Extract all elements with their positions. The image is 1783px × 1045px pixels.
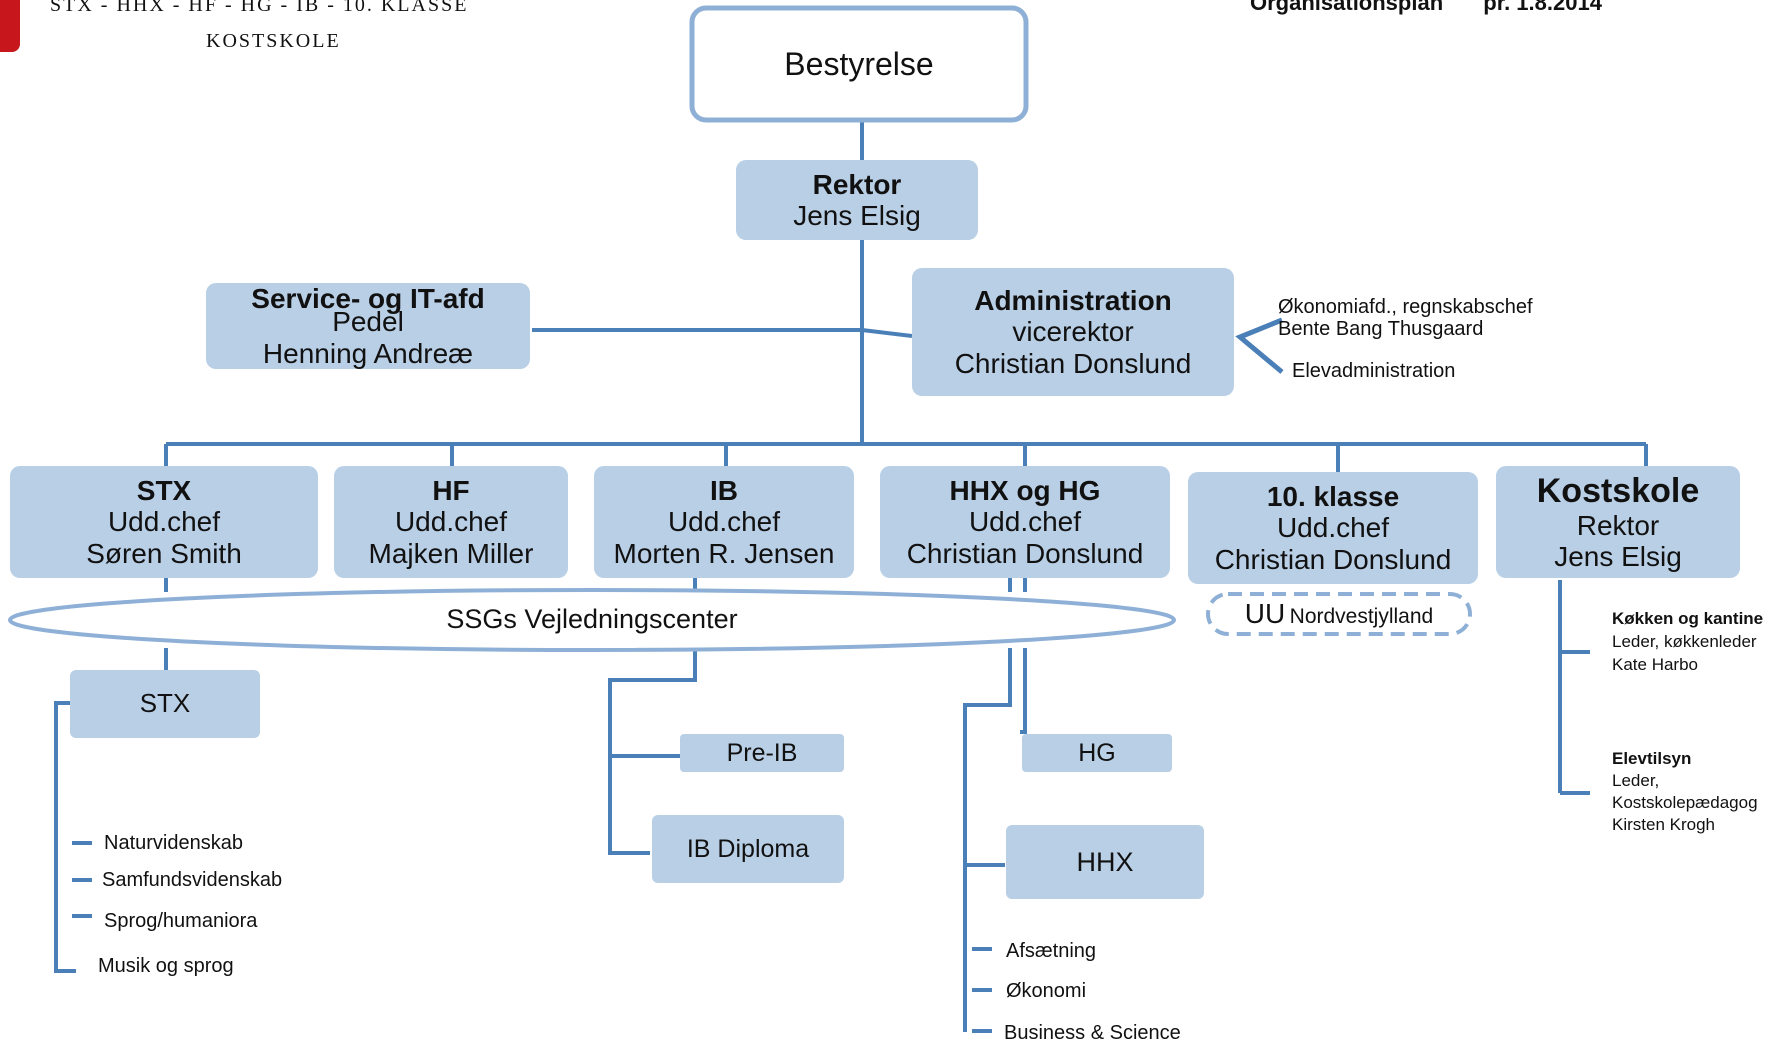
kitchen-block: Køkken og kantine Leder, køkkenleder Kat… xyxy=(1612,608,1763,677)
ib-diploma-label: IB Diploma xyxy=(686,835,810,863)
division-tenth-title: 10. klasse xyxy=(1266,480,1400,512)
hg-label: HG xyxy=(1078,739,1116,767)
uu-text: Nordvestjylland xyxy=(1289,605,1434,628)
hhx-line-2: Økonomi xyxy=(1006,980,1087,1002)
division-tenth-role: Udd.chef xyxy=(1276,512,1390,544)
stx-unit-box: STX xyxy=(70,670,260,738)
supervision-block: Elevtilsyn Leder, Kostskolepædagog Kirst… xyxy=(1612,748,1758,836)
logo-mark xyxy=(0,0,20,52)
supervision-name: Kirsten Krogh xyxy=(1612,815,1715,835)
division-stx-role: Udd.chef xyxy=(107,506,221,538)
stx-unit-label: STX xyxy=(139,688,191,719)
division-hf-role: Udd.chef xyxy=(394,506,508,538)
service-role: Pedel xyxy=(332,306,404,338)
administration-box: Administration vicerektor Christian Dons… xyxy=(912,268,1234,396)
division-stx-title: STX xyxy=(136,474,192,506)
administration-role: vicerektor xyxy=(1012,316,1134,348)
service-box: Service- og IT-afd Pedel Henning Andreæ xyxy=(206,283,530,369)
administration-title: Administration xyxy=(974,284,1172,316)
division-kostskole-role: Rektor xyxy=(1576,509,1660,541)
division-tenth: 10. klasse Udd.chef Christian Donslund xyxy=(1188,472,1478,584)
division-ib-role: Udd.chef xyxy=(667,506,781,538)
plan-title-text: Organisationsplan xyxy=(1250,0,1444,15)
division-hhx-hg: HHX og HG Udd.chef Christian Donslund xyxy=(880,466,1170,578)
pre-ib-label: Pre-IB xyxy=(726,739,798,767)
board-label: Bestyrelse xyxy=(784,45,934,82)
admin-economy-line1: Økonomiafd., regnskabschef xyxy=(1278,296,1533,318)
division-stx-name: Søren Smith xyxy=(86,537,242,569)
guidance-center-label: SSGs Vejledningscenter xyxy=(446,604,738,634)
pre-ib-box: Pre-IB xyxy=(680,734,844,772)
division-ib-name: Morten R. Jensen xyxy=(613,537,835,569)
board-box: Bestyrelse xyxy=(692,8,1026,120)
admin-students: Elevadministration xyxy=(1292,360,1456,382)
plan-title: Organisationsplan pr. 1.8.2014 xyxy=(1250,0,1602,16)
rector-title: Rektor xyxy=(812,168,902,200)
admin-economy: Økonomiafd., regnskabschef Bente Bang Th… xyxy=(1278,296,1533,340)
stx-line-2: Samfundsvidenskab xyxy=(102,869,283,891)
hhx-label: HHX xyxy=(1076,846,1134,877)
supervision-title: Elevtilsyn xyxy=(1612,749,1692,768)
division-kostskole-name: Jens Elsig xyxy=(1554,541,1682,573)
ib-diploma-box: IB Diploma xyxy=(652,815,844,883)
division-hhx-hg-title: HHX og HG xyxy=(949,474,1101,506)
division-ib-title: IB xyxy=(710,474,738,506)
kitchen-title: Køkken og kantine xyxy=(1612,609,1764,628)
supervision-role: Leder, xyxy=(1612,771,1660,791)
division-kostskole: Kostskole Rektor Jens Elsig xyxy=(1496,466,1740,578)
division-hf-name: Majken Miller xyxy=(368,537,534,569)
admin-economy-line2: Bente Bang Thusgaard xyxy=(1278,318,1484,340)
service-name: Henning Andreæ xyxy=(262,337,474,369)
stx-line-1: Naturvidenskab xyxy=(104,832,243,854)
uu-label: UU Nordvestjylland xyxy=(1208,598,1470,630)
division-kostskole-title: Kostskole xyxy=(1536,471,1700,510)
administration-name: Christian Donslund xyxy=(954,347,1192,379)
division-hf: HF Udd.chef Majken Miller xyxy=(334,466,568,578)
kitchen-role: Leder, køkkenleder xyxy=(1612,631,1757,651)
stx-line-4: Musik og sprog xyxy=(98,955,234,977)
division-ib: IB Udd.chef Morten R. Jensen xyxy=(594,466,854,578)
division-stx: STX Udd.chef Søren Smith xyxy=(10,466,318,578)
division-hf-title: HF xyxy=(432,474,470,506)
service-title: Service- og IT-afd xyxy=(251,282,485,314)
division-tenth-name: Christian Donslund xyxy=(1214,543,1452,575)
supervision-role2: Kostskolepædagog xyxy=(1612,793,1758,813)
school-programs: STX - HHX - HF - HG - IB - 10. KLASSE xyxy=(50,0,469,16)
stx-line-3: Sprog/humaniora xyxy=(104,910,258,932)
division-hhx-hg-role: Udd.chef xyxy=(968,506,1082,538)
kitchen-name: Kate Harbo xyxy=(1612,654,1698,674)
school-kostskole: KOSTSKOLE xyxy=(206,30,341,52)
hg-box: HG xyxy=(1022,734,1172,772)
hhx-line-3: Business & Science xyxy=(1004,1022,1181,1044)
rector-name: Jens Elsig xyxy=(793,200,921,231)
hhx-line-1: Afsætning xyxy=(1006,940,1097,962)
rector-box: Rektor Jens Elsig xyxy=(736,160,978,240)
hhx-box: HHX xyxy=(1006,825,1204,899)
uu-prefix: UU xyxy=(1244,598,1286,629)
division-hhx-hg-name: Christian Donslund xyxy=(906,537,1144,569)
plan-date: pr. 1.8.2014 xyxy=(1483,0,1602,15)
